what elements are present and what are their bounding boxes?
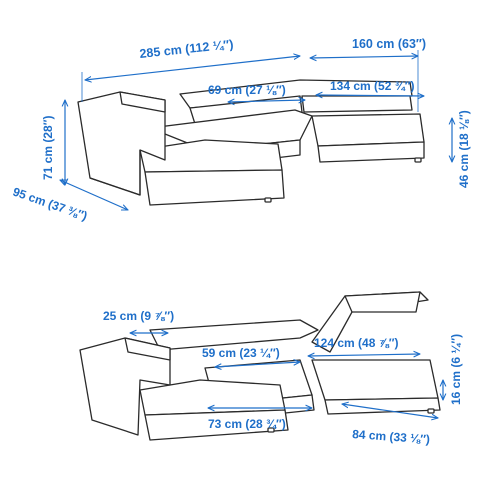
storage-opening-label: 124 cm (48 ⅞″)	[314, 336, 398, 350]
sofa-top-view	[77, 79, 425, 206]
dimension-lines-top	[60, 50, 452, 210]
chaise-width-label: 134 cm (52 ¾″)	[330, 79, 414, 93]
storage-height-label: 16 cm (6 ¼″)	[449, 334, 463, 405]
seat-height-label: 46 cm (18 ⅛″)	[457, 110, 471, 188]
sofa-storage-view	[79, 291, 441, 441]
dimension-lines-bottom	[130, 333, 443, 418]
overall-width-label: 285 cm (112 ¼″)	[139, 37, 234, 61]
depth-label: 95 cm (37 ⅜″)	[11, 185, 89, 224]
storage-depth-label: 84 cm (33 ⅛″)	[352, 427, 431, 446]
storage-width-label: 59 cm (23 ¼″)	[202, 346, 280, 360]
chaise-length-label: 160 cm (63″)	[352, 37, 426, 51]
seat-depth-label: 69 cm (27 ⅛″)	[208, 83, 286, 97]
armrest-width-label: 25 cm (9 ⅞″)	[103, 309, 174, 323]
storage-length-label: 73 cm (28 ¾″)	[208, 417, 286, 431]
height-label: 71 cm (28″)	[41, 116, 55, 180]
